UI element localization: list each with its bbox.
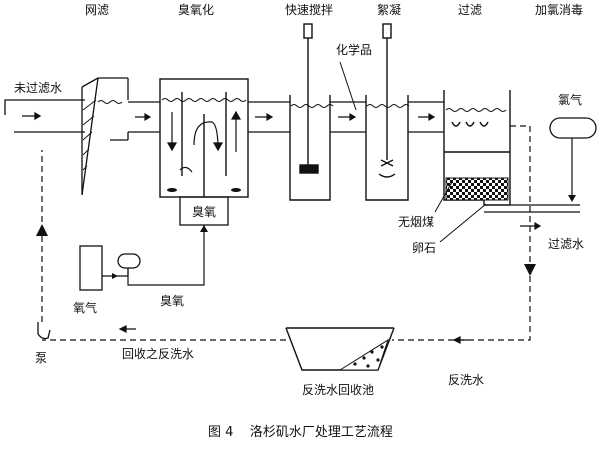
flow-arrow-4 bbox=[418, 112, 436, 122]
chlorine-label: 氯气 bbox=[558, 92, 582, 107]
screen-mesh bbox=[82, 99, 97, 171]
ozone-flow-arrows bbox=[166, 110, 242, 173]
anthracite-leader bbox=[434, 181, 453, 213]
screen-water-surface bbox=[97, 100, 123, 104]
ozone-box-label: 臭氧 bbox=[192, 204, 216, 219]
anthracite-layer bbox=[445, 177, 509, 201]
stage-title-ozonation: 臭氧化 bbox=[178, 2, 214, 17]
backwash-down-arrow bbox=[524, 264, 536, 276]
floc-water-surface bbox=[366, 104, 410, 108]
ozone-water-surface bbox=[161, 98, 247, 102]
stage-title-screen: 网滤 bbox=[85, 3, 109, 17]
pipe-floc-filter bbox=[408, 101, 444, 133]
flow-arrow-3 bbox=[338, 112, 357, 122]
ozonation-tank bbox=[159, 78, 249, 198]
raw-water-label: 未过滤水 bbox=[14, 81, 62, 95]
backwash-line bbox=[41, 125, 531, 341]
backwash-arrow bbox=[452, 336, 468, 344]
backwash-water-label: 反洗水 bbox=[448, 373, 484, 387]
chlorine-tank bbox=[549, 117, 597, 139]
stage-title-filtration: 过滤 bbox=[458, 3, 482, 17]
inlet-pipe bbox=[4, 99, 85, 133]
flocculation-tank bbox=[365, 23, 409, 201]
pump-up-arrow bbox=[36, 224, 48, 236]
figure-caption: 图 4 洛杉矶水厂处理工艺流程 bbox=[208, 425, 393, 440]
chlorine-feed-arrow bbox=[568, 195, 576, 202]
filtered-water-label: 过滤水 bbox=[548, 237, 584, 251]
pump-symbol bbox=[37, 322, 51, 340]
rapid-mix-tank bbox=[289, 23, 331, 201]
oxygen-arrow bbox=[112, 273, 118, 279]
gravel-leader bbox=[439, 203, 487, 243]
pipe-ozone-mix bbox=[248, 101, 290, 133]
ozone-generator bbox=[117, 253, 141, 269]
filter-water-surface bbox=[445, 108, 507, 112]
pipe-screen-ozone bbox=[128, 101, 160, 133]
oxygen-tank bbox=[79, 245, 103, 291]
flow-arrow-2 bbox=[255, 112, 274, 122]
ozone-line bbox=[102, 225, 205, 286]
screen-unit bbox=[81, 77, 129, 196]
pump-label: 泵 bbox=[35, 351, 47, 365]
basin-sludge bbox=[338, 338, 389, 371]
backwash-basin-label: 反洗水回收池 bbox=[302, 383, 374, 397]
filter-tank bbox=[443, 90, 511, 206]
ozone-line-arrow bbox=[200, 225, 208, 232]
ozone-line-label: 臭氧 bbox=[160, 293, 184, 308]
pipe-mix-floc bbox=[330, 101, 366, 133]
flow-arrow-1 bbox=[135, 112, 152, 122]
recycle-arrow bbox=[118, 325, 136, 333]
gravel-label: 卵石 bbox=[412, 241, 436, 255]
ozone-diffusers bbox=[167, 188, 241, 192]
stage-title-rapid-mix: 快速搅拌 bbox=[285, 2, 333, 17]
basin-sludge-dots bbox=[353, 345, 384, 368]
stage-title-chlorination: 加氯消毒 bbox=[535, 3, 583, 17]
recycled-backwash-label: 回收之反洗水 bbox=[122, 347, 194, 361]
stage-title-flocculation: 絮凝 bbox=[377, 2, 401, 17]
outlet-pipe bbox=[484, 204, 580, 213]
oxygen-label: 氧气 bbox=[73, 300, 97, 315]
mix-water-surface bbox=[290, 104, 334, 108]
anthracite-label: 无烟煤 bbox=[398, 215, 434, 229]
chemicals-leader bbox=[339, 61, 357, 111]
chemicals-label: 化学品 bbox=[336, 42, 372, 57]
